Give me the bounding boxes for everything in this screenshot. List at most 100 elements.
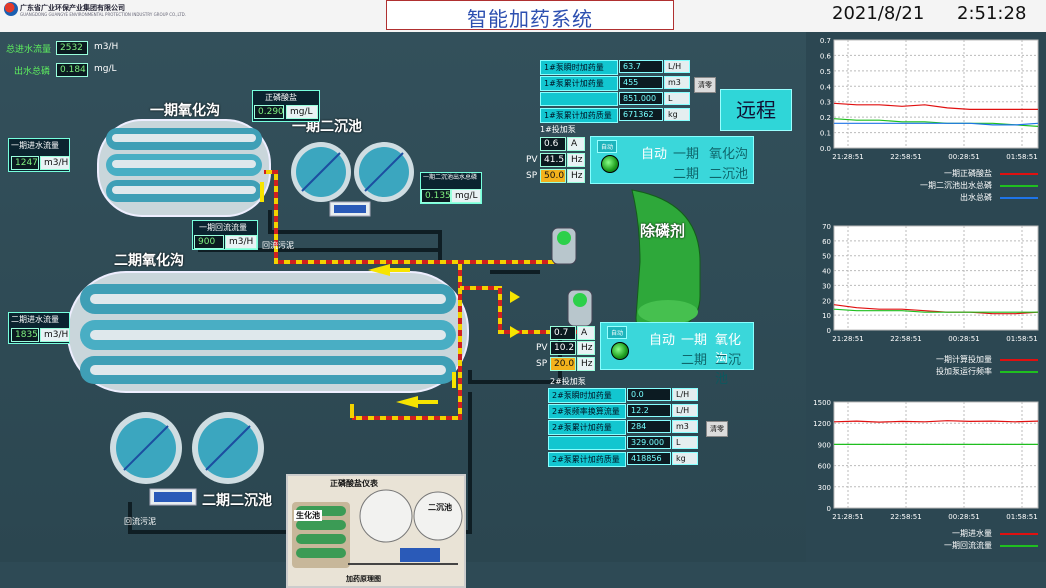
inset-meter-label: 正磷酸盐仪表 [330, 479, 378, 488]
phase1-inflow-label: 一期进水流量 [11, 141, 59, 150]
company-logo-icon [4, 2, 18, 16]
pump2-pv-value: 10.2 [550, 341, 576, 355]
pump2-phase-b-label: 二期 [681, 353, 708, 368]
pump1-cumulative-l-unit: L [664, 92, 690, 105]
phase1-phosphate-value: 0.290 [254, 105, 284, 119]
legend-swatch [1000, 359, 1038, 361]
pump1-target-a-label: 氧化沟 [709, 147, 749, 162]
remote-button[interactable]: 远程 [720, 89, 792, 131]
phase1-return-sludge-label: 回流污泥 [262, 241, 294, 250]
pump2-cumulative-label: 2#泵累计加药量 [548, 420, 626, 435]
series-line [833, 102, 1038, 111]
phase1-oxidation-ditch-graphic [97, 119, 271, 217]
pump2-phase-a-label: 一期 [681, 333, 708, 348]
legend-swatch [1000, 545, 1038, 547]
pump1-start-button[interactable] [601, 155, 619, 173]
total-inflow-label: 总进水流量 [6, 45, 52, 55]
pump2-cumulative-unit: m3 [672, 420, 698, 433]
series-line [834, 122, 1039, 126]
pump1-pv-unit: Hz [567, 153, 585, 167]
phase1-return-value: 900 [194, 235, 224, 249]
pump1-pv-label: PV [526, 155, 538, 165]
pump1-instant-unit: L/H [664, 60, 690, 73]
date-display: 2021/8/21 [832, 3, 925, 24]
pump1-instant-value: 63.7 [619, 60, 663, 73]
company-name: 广东省广业环保产业集团有限公司 [20, 4, 125, 12]
phase1-inflow-value: 1247 [11, 156, 39, 170]
pump2-mode-label: 自动 [649, 333, 676, 348]
x-tick-label: 22:58:51 [890, 153, 921, 161]
phase1-return-unit: m3/H [225, 235, 257, 249]
pump1-instant-label: 1#泵瞬时加药量 [540, 60, 618, 75]
flow-arrows-graphic [368, 264, 520, 408]
time-display: 2:51:28 [957, 3, 1027, 24]
phase2-settling-tank-label: 二期二沉池 [202, 493, 272, 509]
pump2-pv-label: PV [536, 343, 548, 353]
pump1-mode-panel: 自动 自动 一期 氧化沟 二期 二沉池 [590, 136, 754, 184]
pump1-cumulative-label: 1#泵累计加药量 [540, 76, 618, 91]
y-tick-label: 0.0 [820, 145, 831, 153]
inset-title: 加药原理图 [346, 575, 381, 583]
phase1-phosphate-unit: mg/L [286, 105, 318, 119]
pump2-cumulative-l-label [548, 436, 626, 450]
series-line [833, 420, 1039, 423]
pump1-auto-small: 自动 [597, 140, 618, 153]
pump2-start-button[interactable] [611, 342, 629, 360]
pump1-mode-label: 自动 [641, 147, 668, 162]
x-tick-label: 22:58:51 [890, 335, 921, 343]
y-tick-label: 300 [818, 484, 831, 492]
phase2-return-sludge-label: 回流污泥 [124, 517, 156, 526]
phase1-phosphate-label: 正磷酸盐 [265, 93, 297, 102]
pump2-clear-button[interactable]: 清零 [706, 421, 728, 437]
inset-bio-label: 生化池 [294, 510, 322, 521]
pump2-title: 2#投加泵 [550, 377, 586, 386]
phase2-inflow-label: 二期进水流量 [11, 315, 59, 324]
phase1-tp-unit: mg/L [451, 189, 481, 203]
y-tick-label: 20 [822, 297, 831, 305]
phase1-oxidation-ditch-label: 一期氧化沟 [150, 103, 220, 119]
legend-entry: 一期正磷酸盐 [944, 169, 992, 178]
legend-swatch [1000, 371, 1038, 373]
pump2-sp-input[interactable]: 20.0 [550, 357, 576, 371]
phase1-tp-label: 一期二沉池出水总磷 [423, 174, 478, 181]
legend-entry: 一期回流流量 [944, 541, 992, 550]
dosing-lines-graphic [264, 170, 582, 420]
y-tick-label: 0 [827, 327, 831, 335]
pump1-sp-input[interactable]: 50.0 [540, 169, 566, 183]
phase2-oxidation-ditch-label: 二期氧化沟 [114, 253, 184, 269]
pump1-clear-button[interactable]: 清零 [694, 77, 716, 93]
title-box: 智能加药系统 [386, 0, 674, 31]
series-line [833, 118, 1039, 127]
y-tick-label: 0.7 [820, 37, 831, 45]
legend-entry: 投加泵运行频率 [936, 367, 992, 376]
legend-entry: 一期计算投加量 [936, 355, 992, 364]
pump1-graphic [551, 227, 577, 265]
y-tick-label: 1500 [813, 399, 831, 407]
legend-swatch [1000, 197, 1038, 199]
x-tick-label: 01:58:51 [1006, 153, 1037, 161]
company-name-en: GUANGDONG GUANGYE ENVIRONMENTAL PROTECTI… [20, 12, 187, 17]
pump1-current-unit: A [567, 137, 585, 151]
phase2-settling-tanks-graphic [110, 412, 264, 506]
pump1-sp-label: SP [526, 171, 538, 181]
chemical-tank-graphic [631, 189, 701, 333]
y-tick-label: 600 [818, 463, 831, 471]
x-tick-label: 21:28:51 [832, 153, 863, 161]
phase1-tp-value: 0.135 [421, 189, 451, 203]
drop-markers-graphic [260, 182, 456, 388]
x-tick-label: 22:58:51 [890, 513, 921, 521]
plot-area [833, 225, 1039, 331]
plot-area [833, 401, 1039, 509]
legend-entry: 一期二沉池出水总磷 [920, 181, 992, 190]
phase2-oxidation-ditch-graphic [67, 271, 469, 393]
phase2-inflow-unit: m3/H [40, 328, 70, 342]
x-tick-label: 01:58:51 [1006, 335, 1037, 343]
pump2-mode-panel: 自动 自动 一期 氧化沟 二期 二沉池 [600, 322, 754, 387]
x-tick-label: 21:28:51 [832, 335, 863, 343]
y-tick-label: 0.2 [820, 114, 831, 122]
inset-graphic [292, 489, 463, 568]
pump2-cumulative-value: 284 [627, 420, 671, 433]
